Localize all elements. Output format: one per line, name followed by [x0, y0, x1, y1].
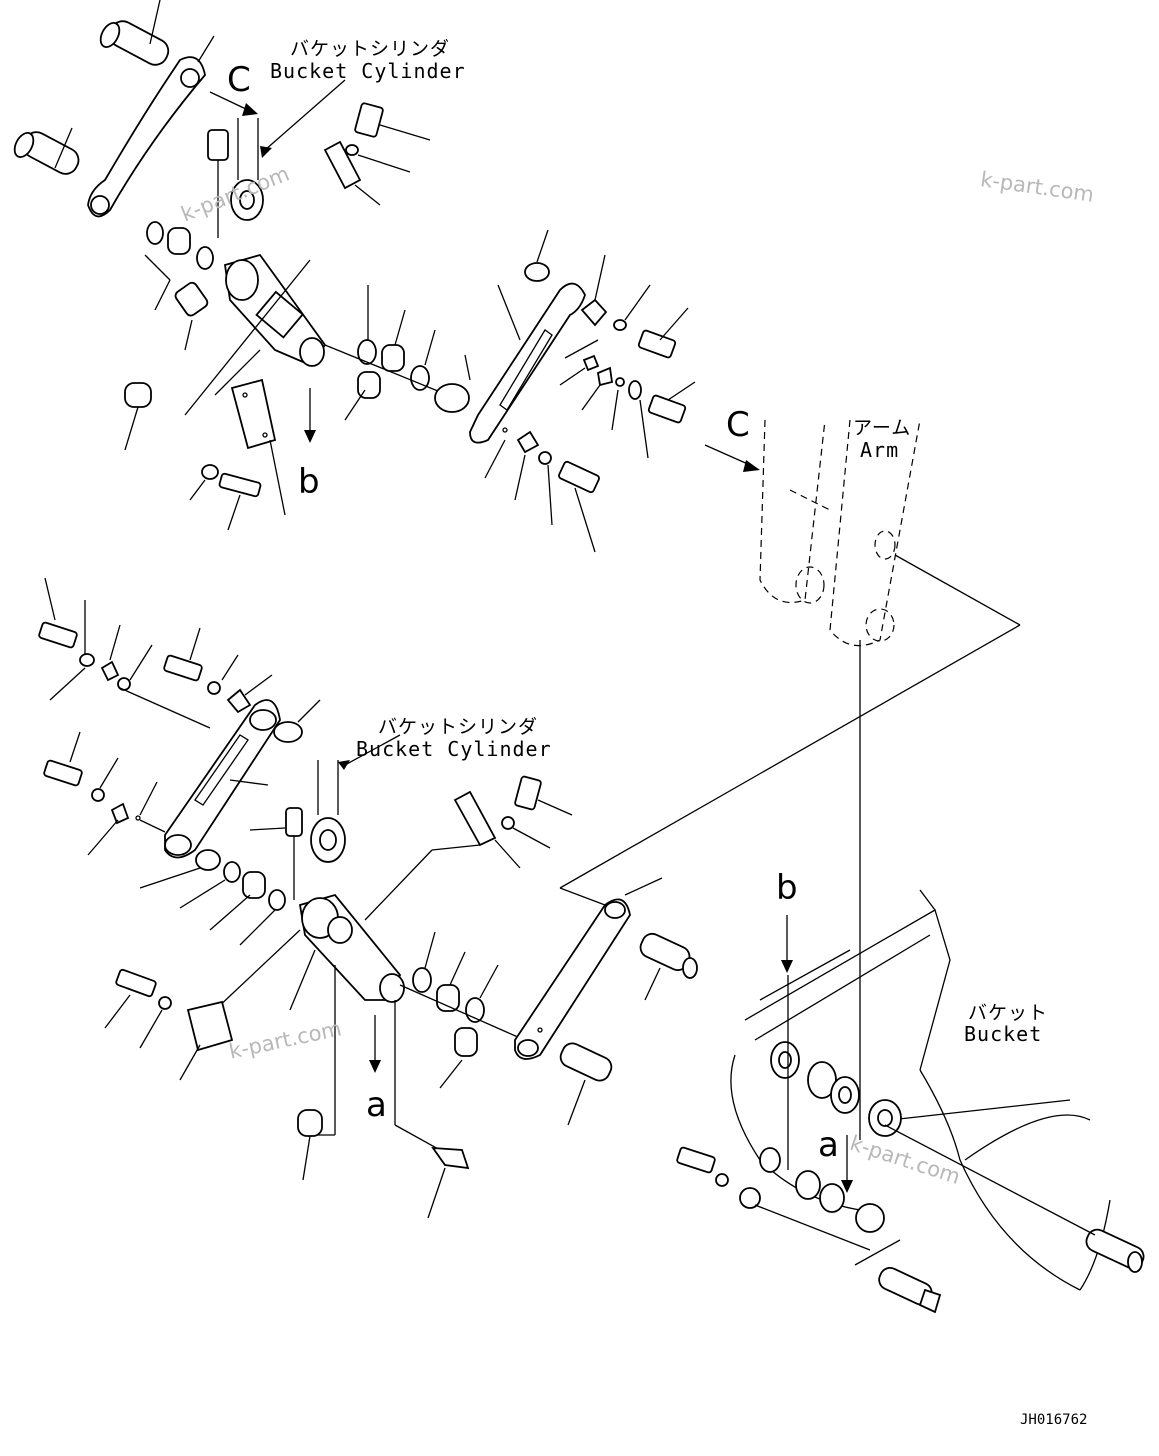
ref-b-top: b — [298, 462, 320, 502]
arm-jp-label: アーム — [853, 417, 912, 439]
link-top-mid — [514, 898, 631, 1060]
arm — [559, 419, 1021, 1140]
arm-en-label: Arm — [860, 438, 900, 462]
bucket-en-label: Bucket — [964, 1022, 1043, 1046]
cover-plate-mid — [186, 1000, 234, 1052]
bucket-cylinder-mid-jp-label: バケットシリンダ — [378, 716, 539, 738]
link-top — [87, 56, 206, 218]
pin-upper — [99, 20, 170, 66]
mid-assembly — [38, 577, 698, 1219]
ref-b-bucket: b — [776, 868, 798, 908]
ref-a-bucket: a — [818, 1125, 839, 1165]
pin-lower — [13, 131, 80, 175]
link-arm-top — [469, 282, 586, 444]
top-assembly — [13, 0, 696, 553]
drawing-code: JH016762 — [1020, 1412, 1088, 1428]
ref-c-arm: C — [726, 405, 750, 445]
cover-plate-top — [230, 378, 277, 450]
bucket — [676, 889, 1145, 1314]
bucket-cylinder-mid-en-label: Bucket Cylinder — [356, 737, 552, 761]
bucket-cylinder-top-jp-label: バケットシリンダ — [290, 38, 451, 60]
link-arm-mid — [164, 699, 281, 859]
bucket-jp-label: バケット — [968, 1002, 1049, 1024]
bucket-cylinder-top-en-label: Bucket Cylinder — [270, 59, 466, 83]
ref-a-mid: a — [366, 1085, 387, 1125]
ref-c-top: C — [227, 60, 251, 100]
